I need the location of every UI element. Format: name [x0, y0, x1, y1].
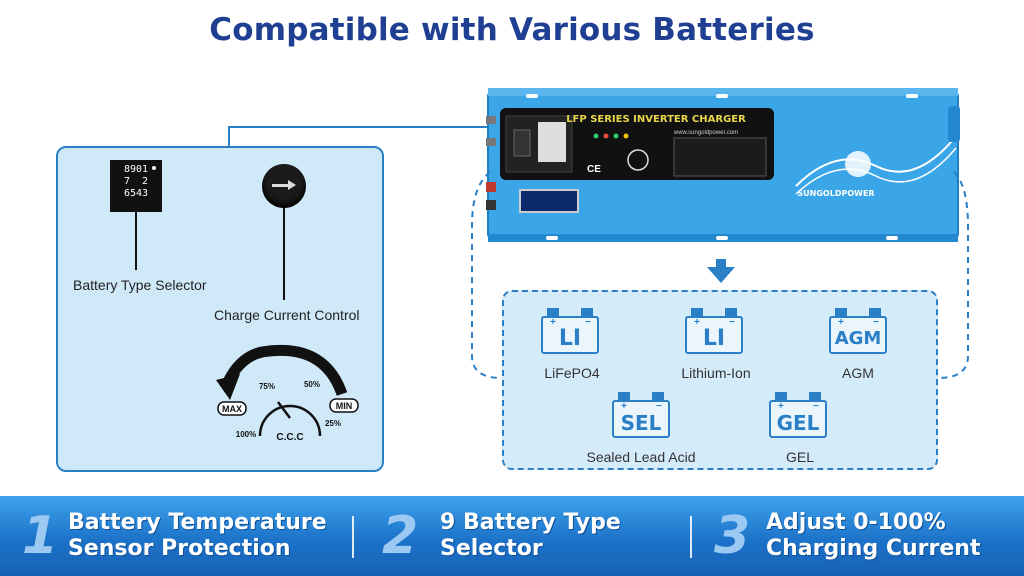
tick-50: 50%: [304, 380, 320, 389]
page-title: Compatible with Various Batteries: [209, 12, 815, 48]
battery-code: AGM: [834, 328, 882, 349]
battery-code: LI: [702, 326, 726, 351]
inverter-series-label: LFP SERIES INVERTER CHARGER: [566, 114, 746, 125]
gauge-needle: [277, 401, 291, 419]
dial-digits-top: 8901: [123, 164, 149, 175]
min-label: MIN: [336, 401, 353, 411]
battery-label-gel: GEL: [785, 449, 814, 465]
battery-label-lithium-ion: Lithium-Ion: [681, 365, 751, 381]
dial-digits-mid: 7 2: [123, 176, 149, 187]
tick-75: 75%: [259, 382, 275, 391]
feature-line2: Selector: [440, 536, 543, 561]
down-arrow-icon: [707, 259, 735, 283]
gauge-curved-arrow: [223, 344, 348, 396]
gauge-arc: [258, 404, 322, 437]
feature-line1: Battery Temperature: [68, 510, 327, 535]
battery-code: SEL: [620, 411, 662, 435]
battery-gel-icon: +− GEL: [769, 392, 831, 440]
battery-agm-icon: +− AGM: [829, 308, 891, 356]
battery-type-dial-icon: 8901 7 2 6543: [110, 160, 162, 212]
feature-divider: [352, 516, 354, 558]
battery-lifepo4-icon: +− LI: [541, 308, 603, 356]
battery-code: GEL: [776, 411, 820, 435]
charge-knob-icon: [262, 164, 306, 208]
feature-line1: Adjust 0-100%: [766, 510, 946, 535]
max-label: MAX: [222, 404, 242, 414]
dial-digits-bottom: 6543: [123, 188, 149, 199]
battery-label-lifepo4: LiFePO4: [544, 365, 600, 381]
charge-current-control-label: Charge Current Control: [214, 307, 360, 323]
battery-sealed-lead-acid-icon: +− SEL: [612, 392, 674, 440]
features-bar: 1 Battery Temperature Sensor Protection …: [0, 496, 1024, 576]
gauge-arrowhead: [216, 374, 240, 400]
selector-pointer-line: [135, 212, 137, 270]
feature-line2: Charging Current: [766, 536, 981, 561]
feature-divider: [690, 516, 692, 558]
feature-line1: 9 Battery Type: [440, 510, 621, 535]
battery-code: LI: [558, 326, 582, 351]
inverter-ce-mark: CE: [587, 164, 601, 175]
battery-type-selector-label: Battery Type Selector: [73, 277, 207, 293]
feature-2: 2 9 Battery Type Selector: [382, 504, 672, 568]
knob-pointer-line: [283, 208, 285, 300]
tick-25: 25%: [325, 419, 341, 428]
feature-3: 3 Adjust 0-100% Charging Current: [714, 504, 1014, 568]
inverter-brand: SUNGOLDPOWER: [797, 189, 874, 198]
feature-1: 1 Battery Temperature Sensor Protection: [22, 504, 332, 568]
connector-line-vertical: [228, 126, 230, 148]
feature-line2: Sensor Protection: [68, 536, 291, 561]
feature-number: 3: [714, 506, 751, 566]
tick-100: 100%: [236, 430, 256, 439]
connection-dashed-loop: [471, 171, 969, 379]
gauge-center-label: C.C.C: [276, 432, 303, 443]
charge-current-gauge: MAX MIN 75% 50% 100% 25% C.C.C: [216, 344, 359, 443]
min-badge: [329, 398, 359, 413]
battery-label-sealed-lead-acid: Sealed Lead Acid: [586, 449, 696, 465]
feature-number: 2: [382, 506, 419, 566]
feature-number: 1: [22, 506, 59, 566]
battery-label-agm: AGM: [842, 365, 874, 381]
max-badge: [217, 401, 247, 416]
battery-lithium-ion-icon: +− LI: [685, 308, 747, 356]
inverter-charger-unit: LFP SERIES INVERTER CHARGER www.sungoldp…: [486, 88, 960, 242]
connector-line: [228, 126, 488, 128]
inverter-website: www.sungoldpower.com: [673, 130, 738, 136]
